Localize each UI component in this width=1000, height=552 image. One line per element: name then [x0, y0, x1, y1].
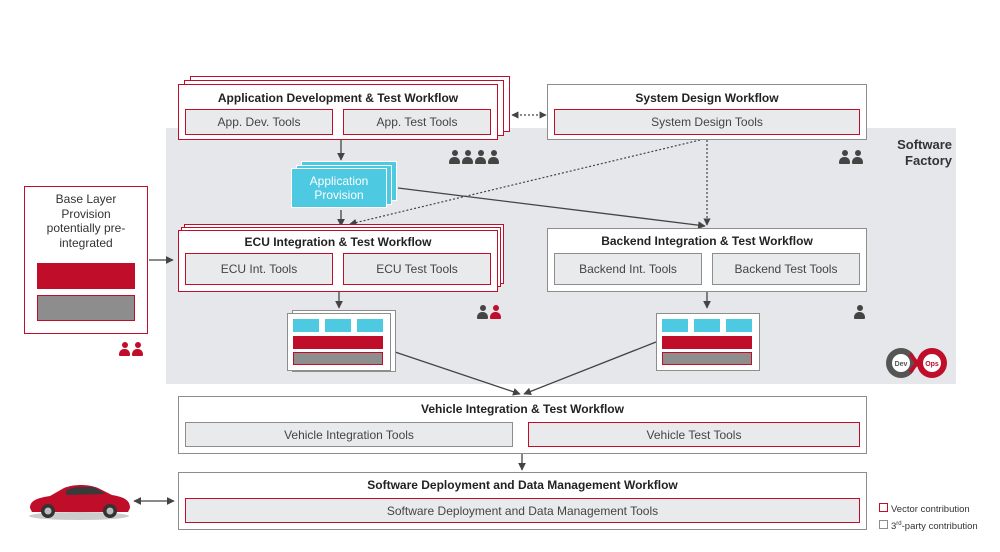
base-layer-people-icons [118, 342, 144, 356]
car-icon [29, 485, 130, 520]
appdev-tool-test: App. Test Tools [343, 109, 491, 135]
ecu-server-cell [325, 319, 351, 332]
appdev-tool-dev: App. Dev. Tools [185, 109, 333, 135]
legend-vector-swatch [879, 503, 888, 512]
devops-icon: Dev Ops [886, 348, 947, 378]
system-design-tool: System Design Tools [554, 109, 860, 135]
deployment-tool: Software Deployment and Data Management … [185, 498, 860, 523]
backend-people-icons [853, 305, 866, 319]
backend-tool-test: Backend Test Tools [712, 253, 860, 285]
backend-title: Backend Integration & Test Workflow [601, 234, 813, 248]
ecu-server-gray-bar [293, 352, 383, 365]
backend-server [656, 313, 760, 371]
person-icon [131, 342, 144, 356]
legend-vector-label: Vector contribution [891, 504, 970, 515]
system-design-title: System Design Workflow [635, 91, 779, 105]
person-icon [474, 150, 487, 164]
appdev-title: Application Development & Test Workflow [217, 91, 459, 105]
system-design-workflow: System Design Workflow System Design Too… [547, 84, 867, 140]
backend-tool-int: Backend Int. Tools [554, 253, 702, 285]
person-icon [851, 150, 864, 164]
ecu-title: ECU Integration & Test Workflow [244, 235, 432, 249]
legend-third-sup: rd [896, 521, 902, 527]
ecu-people-icons [476, 305, 502, 319]
app-provision: Application Provision [291, 168, 387, 208]
base-layer-gray-bar [37, 295, 135, 321]
legend: Vector contribution 3rd-party contributi… [879, 503, 978, 534]
backend-server-cell [694, 319, 720, 332]
base-layer-label: Base Layer Provision potentially pre- in… [46, 192, 126, 250]
backend-server-to-vehicle-arrow [523, 341, 657, 396]
system-design-people-icons [838, 150, 864, 164]
ecu-server-cell [357, 319, 383, 332]
person-icon [489, 305, 502, 319]
vehicle-title: Vehicle Integration & Test Workflow [421, 402, 624, 416]
legend-third-party-swatch [879, 520, 888, 530]
base-layer-red-bar [37, 263, 135, 289]
backend-server-gray-bar [662, 352, 752, 365]
person-icon [838, 150, 851, 164]
ecu-workflow: ECU Integration & Test Workflow ECU Int.… [178, 230, 498, 292]
legend-third-party: 3rd-party contribution [879, 517, 978, 534]
backend-server-red-bar [662, 336, 752, 349]
person-icon [118, 342, 131, 356]
vehicle-tool-int: Vehicle Integration Tools [185, 422, 513, 447]
person-icon [461, 150, 474, 164]
ecu-server-to-vehicle-arrow [394, 351, 521, 396]
base-layer-provision: Base Layer Provision potentially pre- in… [24, 186, 148, 334]
legend-third-suffix: -party contribution [901, 521, 978, 533]
backend-server-cell [662, 319, 688, 332]
person-icon [853, 305, 866, 319]
person-icon [487, 150, 500, 164]
person-icon [448, 150, 461, 164]
deployment-workflow: Software Deployment and Data Management … [178, 472, 867, 530]
vehicle-tool-test: Vehicle Test Tools [528, 422, 860, 447]
deployment-title: Software Deployment and Data Management … [367, 478, 678, 492]
ecu-server [287, 313, 391, 371]
ecu-server-red-bar [293, 336, 383, 349]
provision-to-backend-arrow [397, 187, 706, 230]
person-icon [476, 305, 489, 319]
backend-server-cell [726, 319, 752, 332]
ecu-server-cell [293, 319, 319, 332]
vehicle-workflow: Vehicle Integration & Test Workflow Vehi… [178, 396, 867, 454]
software-factory-label: Software Factory [897, 137, 952, 168]
devops-dev-label: Dev [895, 361, 908, 368]
systemdesign-to-ecu-link [349, 139, 701, 226]
legend-vector: Vector contribution [879, 503, 978, 517]
ecu-tool-int: ECU Int. Tools [185, 253, 333, 285]
appdev-people-icons [448, 150, 500, 164]
ecu-tool-test: ECU Test Tools [343, 253, 491, 285]
appdev-workflow: Application Development & Test Workflow … [178, 84, 498, 140]
devops-ops-label: Ops [925, 361, 939, 368]
legend-third-prefix: 3 [891, 521, 897, 533]
backend-workflow: Backend Integration & Test Workflow Back… [547, 228, 867, 292]
